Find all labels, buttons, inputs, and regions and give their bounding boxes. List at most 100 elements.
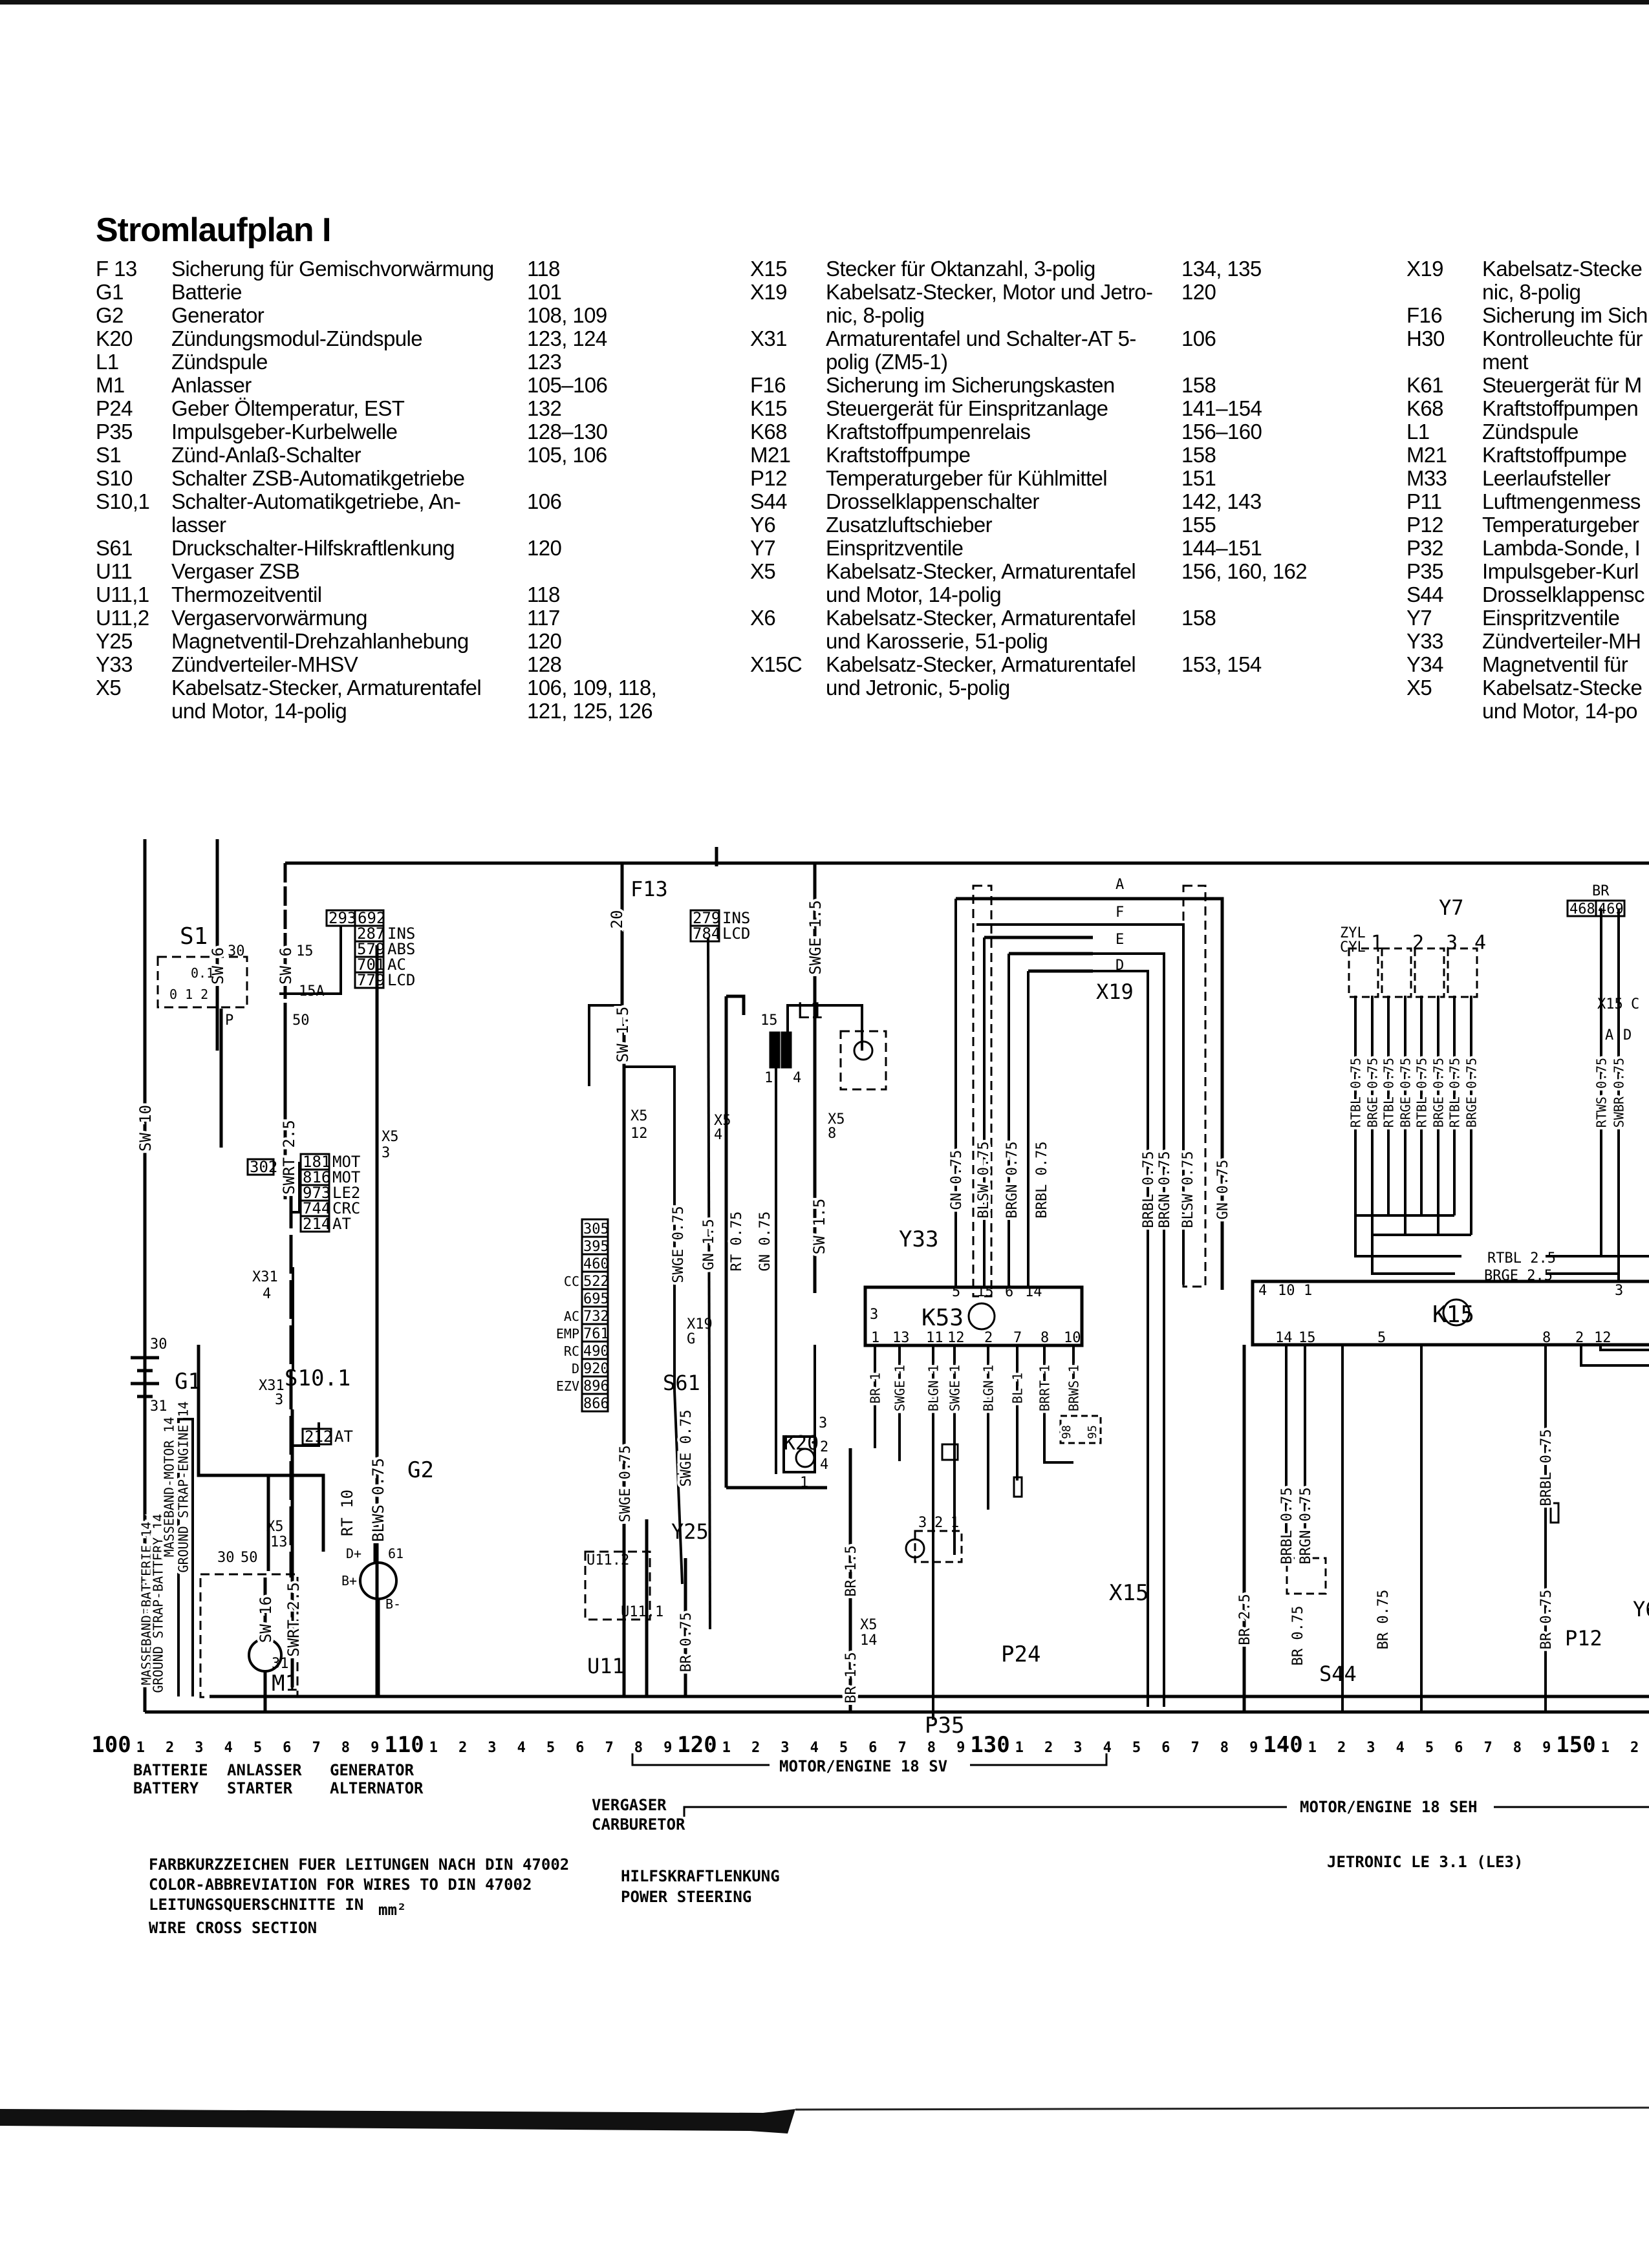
label-x31b-n: 3 (275, 1392, 283, 1408)
legend-code: Y33 (1406, 629, 1444, 653)
label-X15: X15 (1109, 1580, 1148, 1606)
legend-code: P12 (1406, 513, 1444, 537)
legend-desc: Zusatzluftschieber (826, 513, 993, 537)
connector-stack-number: 732 (583, 1309, 609, 1325)
ruler-tick-label: 3 (488, 1740, 496, 1756)
label-gnd-batt: GROUND STRAP-BATTERY 14 (151, 1514, 166, 1693)
legend-code: L1 (1406, 420, 1430, 444)
legend-code: Y33 (96, 652, 133, 676)
footer-starter-en: STARTER (227, 1779, 293, 1797)
connector-181: 181 (303, 1153, 330, 1171)
legend-pages: 118 (527, 583, 560, 606)
footer-carb-en: CARBURETOR (592, 1815, 685, 1834)
label-s1-30: 30 (228, 943, 245, 959)
ground-strap-frame (177, 1418, 194, 1696)
label-k53-b2: 2 (984, 1330, 993, 1346)
legend-desc: Kabelsatz-Stecker, Motor und Jetro- nic,… (826, 280, 1153, 327)
label-k15-t1: 1 (1304, 1283, 1312, 1299)
label-brge25: BRGE 2.5 (1484, 1268, 1553, 1284)
connector-stack-number: 761 (583, 1326, 609, 1342)
legend-code: S44 (750, 489, 788, 513)
label-k20-1: 1 (800, 1475, 808, 1491)
ruler-tick-label: 4 (517, 1740, 526, 1756)
label-x5-8: X5 (828, 1111, 845, 1128)
legend-code: X5 (96, 676, 122, 700)
connector-stack-number: 866 (583, 1396, 609, 1412)
legend-pages: 117 (527, 606, 560, 630)
legend-pages: 158 (1181, 373, 1216, 397)
label-swge075b: SWGE 0.75 (618, 1445, 634, 1522)
legend-code: L1 (96, 350, 119, 374)
legend-desc: Drosselklappenschalter (826, 489, 1039, 513)
ruler-tick-label: 1 (1601, 1740, 1610, 1756)
legend-code: M21 (1406, 443, 1447, 467)
label-X19: X19 (1096, 979, 1134, 1004)
label-cyl2: 2 (1412, 932, 1424, 954)
label-blsw075a: BLSW 0.75 (976, 1141, 992, 1218)
label-k53-b8: 8 (1040, 1330, 1049, 1346)
k15-transistor-icon (1442, 1298, 1471, 1327)
legend-pages: 118 (527, 257, 560, 281)
legend-pages: 120 (1181, 280, 1216, 304)
legend-pages: 106 (1181, 326, 1216, 350)
ruler-tick-label: 1 (429, 1740, 438, 1756)
footer-note-section-de: LEITUNGSQUERSCHNITTE IN (149, 1896, 363, 1914)
connector-579: 579 (357, 940, 385, 958)
label-k53-b11: 11 (926, 1330, 943, 1346)
label-k53-b12: 12 (947, 1330, 965, 1346)
footer-note-section-en: WIRE CROSS SECTION (149, 1919, 317, 1937)
label-crc: CRC (332, 1199, 360, 1217)
label-x31a: X31 (252, 1269, 278, 1285)
label-k53-b13: 13 (892, 1330, 910, 1346)
label-S1: S1 (180, 923, 208, 950)
label-k53-t5: 5 (952, 1284, 960, 1300)
label-k15-b15: 15 (1299, 1330, 1316, 1346)
label-lcd-2: LCD (722, 925, 750, 943)
legend-desc: Kabelsatz-Stecker, Armaturentafel und Mo… (826, 559, 1136, 606)
connector-stack-number: 920 (583, 1361, 609, 1377)
label-x15c: X15 (1597, 996, 1623, 1012)
legend-code: P32 (1406, 536, 1444, 560)
ruler-tick-label: 2 (458, 1740, 467, 1756)
label-gn15: GN 1.5 (701, 1219, 717, 1270)
label-x31a-n: 4 (263, 1286, 271, 1302)
label-br15b: BR 1.5 (843, 1652, 859, 1703)
ruler-tick-label: 4 (224, 1740, 233, 1756)
legend-code: X15C (750, 652, 803, 676)
label-x5-4n: 4 (714, 1127, 722, 1143)
label-k15-b14: 14 (1275, 1330, 1293, 1346)
footer-texts: BATTERIE BATTERY ANLASSER STARTER GENERA… (133, 1757, 1523, 1937)
label-x5-8n: 8 (828, 1126, 836, 1142)
legend-desc: Magnetventil für (1482, 652, 1628, 676)
ruler-tick-label: 4 (810, 1740, 819, 1756)
label-g1-31: 31 (150, 1398, 167, 1415)
label-bl1: BL 1 (1010, 1373, 1026, 1404)
label-brge3: BRGE 0.75 (1431, 1058, 1447, 1128)
ruler-tick-label: 4 (1103, 1740, 1112, 1756)
label-Y33: Y33 (899, 1226, 938, 1252)
label-sw16: SW 16 (257, 1596, 275, 1643)
label-U11-2: U11.2 (587, 1552, 629, 1568)
legend-desc: Kraftstoffpumpe (1482, 443, 1627, 467)
ruler-tick-label: 7 (1483, 1740, 1492, 1756)
label-g2-bm: B- (385, 1596, 401, 1612)
ruler-tick-label: 140 (1263, 1732, 1302, 1758)
label-gn075a: GN 0.75 (757, 1212, 773, 1272)
label-xd: D (1116, 957, 1124, 974)
label-k53-t6: 6 (1005, 1284, 1013, 1300)
label-k20-3: 3 (819, 1415, 827, 1431)
legend-code: P12 (750, 466, 788, 490)
connector-779: 779 (357, 971, 385, 989)
legend-desc: Steuergerät für Einspritzanlage (826, 396, 1108, 420)
label-blgn1a: BLGN 1 (926, 1365, 942, 1411)
label-swge1a: SWGE 1 (892, 1365, 908, 1411)
label-G1: G1 (175, 1369, 201, 1395)
label-br075d: BR 0.75 (1538, 1590, 1555, 1650)
legend-pages: 120 (527, 629, 562, 653)
